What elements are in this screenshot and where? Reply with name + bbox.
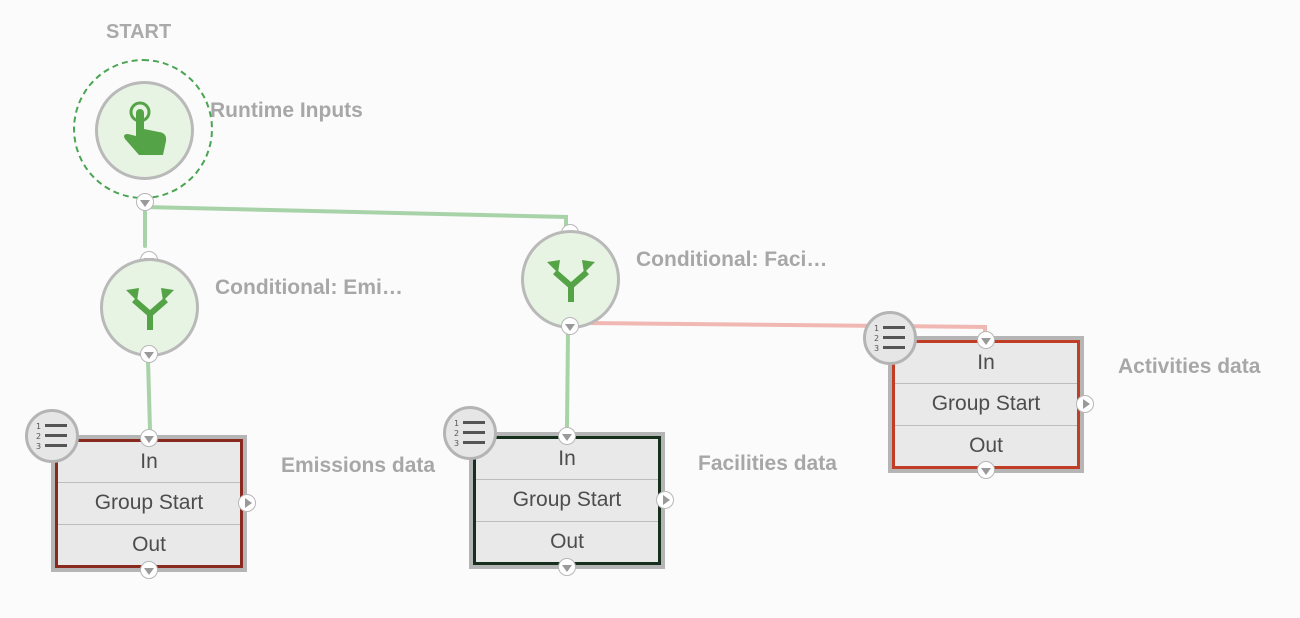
svg-text:1: 1	[36, 422, 41, 431]
split-arrows-icon	[546, 259, 595, 302]
facilities-list-badge: 1 2 3	[443, 406, 497, 460]
emissions-in-port[interactable]	[140, 429, 158, 447]
runtime-inputs-node[interactable]	[95, 81, 194, 180]
facilities-group-start-port[interactable]	[656, 491, 674, 509]
group-out-row: Out	[895, 424, 1077, 466]
group-out-row: Out	[476, 520, 658, 562]
group-in-row: In	[977, 351, 995, 375]
svg-text:3: 3	[36, 442, 41, 451]
svg-text:2: 2	[454, 429, 459, 438]
emissions-data-label: Emissions data	[281, 454, 436, 477]
conditional-faci-node[interactable]	[521, 230, 620, 329]
emissions-data-group[interactable]: In Group Start Out	[51, 435, 247, 572]
activities-data-label: Activities data	[1118, 355, 1261, 378]
emissions-list-badge: 1 2 3	[25, 409, 79, 463]
facilities-data-group[interactable]: In Group Start Out	[469, 432, 665, 569]
svg-text:2: 2	[36, 432, 41, 441]
numbered-list-icon: 1 2 3	[874, 324, 905, 353]
conditional-emi-label: Conditional: Emi…	[215, 276, 403, 299]
numbered-list-icon: 1 2 3	[36, 422, 67, 451]
activities-in-port[interactable]	[977, 331, 995, 349]
runtime-inputs-out-port[interactable]	[136, 193, 154, 211]
emissions-group-start-port[interactable]	[238, 494, 256, 512]
activities-list-badge: 1 2 3	[863, 311, 917, 365]
edge-cond-faci-to-facilities	[565, 330, 570, 428]
svg-text:1: 1	[874, 324, 879, 333]
split-arrows-icon	[125, 287, 174, 330]
group-start-row: Group Start	[58, 482, 240, 523]
conditional-faci-label: Conditional: Faci…	[636, 248, 828, 271]
edge-start-to-cond-faci	[143, 205, 568, 228]
hand-pointer-icon	[123, 101, 166, 155]
group-in-row: In	[140, 450, 158, 474]
cond-emi-out-port[interactable]	[140, 345, 158, 363]
group-in-row: In	[558, 447, 576, 471]
svg-text:1: 1	[454, 419, 459, 428]
start-label: START	[106, 21, 172, 43]
facilities-data-label: Facilities data	[698, 452, 837, 475]
emissions-out-port[interactable]	[140, 561, 158, 579]
facilities-in-port[interactable]	[558, 427, 576, 445]
cond-faci-out-port[interactable]	[561, 317, 579, 335]
group-out-row: Out	[58, 523, 240, 565]
conditional-emi-node[interactable]	[100, 258, 199, 357]
numbered-list-icon: 1 2 3	[454, 419, 485, 448]
svg-text:3: 3	[454, 439, 459, 448]
edge-cond-faci-to-activities	[584, 321, 987, 335]
runtime-inputs-label: Runtime Inputs	[210, 99, 363, 122]
activities-out-port[interactable]	[977, 461, 995, 479]
facilities-out-port[interactable]	[558, 558, 576, 576]
group-start-row: Group Start	[895, 383, 1077, 424]
group-start-row: Group Start	[476, 479, 658, 520]
svg-text:2: 2	[874, 334, 879, 343]
activities-group-start-port[interactable]	[1076, 395, 1094, 413]
edge-cond-emi-to-emissions	[146, 358, 152, 432]
activities-data-group[interactable]: In Group Start Out	[888, 336, 1084, 473]
svg-text:3: 3	[874, 344, 879, 353]
